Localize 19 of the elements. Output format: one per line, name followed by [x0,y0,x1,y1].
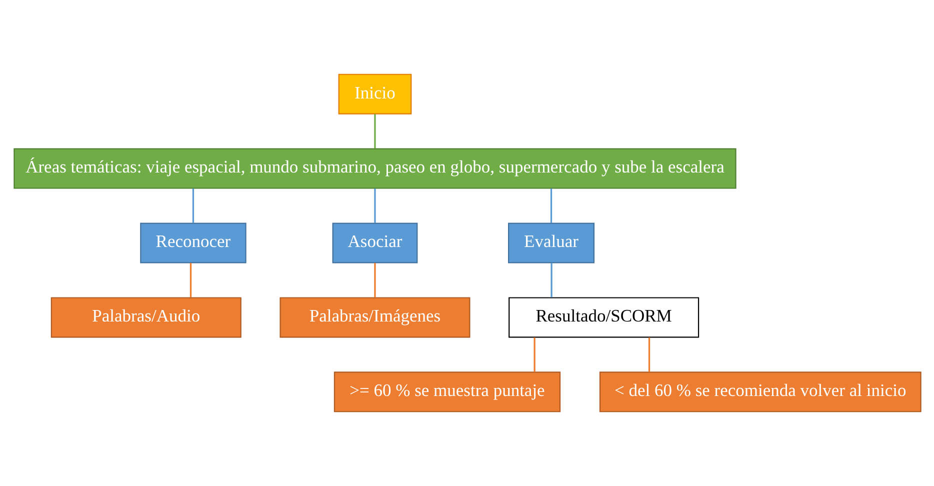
connector [189,262,192,298]
connector [192,188,194,223]
node-box: Resultado/SCORM [508,297,699,338]
node-box: Inicio [338,74,412,114]
node-box: >= 60 % se muestra puntaje [333,372,560,412]
connector [374,114,376,149]
node-box: Palabras/Audio [50,297,241,338]
node-box: Áreas temáticas: viaje espacial, mundo submarino, paseo en globo, supermercado y sube la escalera [13,148,736,189]
connector [550,262,552,298]
node-box: Palabras/Imágenes [279,297,470,338]
connector [533,337,535,372]
connector [374,262,376,298]
node-box: Asociar [332,222,418,264]
node-box: Reconocer [140,222,246,264]
connector [374,188,376,223]
connector [550,188,552,223]
connector [648,337,650,372]
node-box: < del 60 % se recomienda volver al inicio [598,372,921,412]
node-box: Evaluar [508,222,594,264]
